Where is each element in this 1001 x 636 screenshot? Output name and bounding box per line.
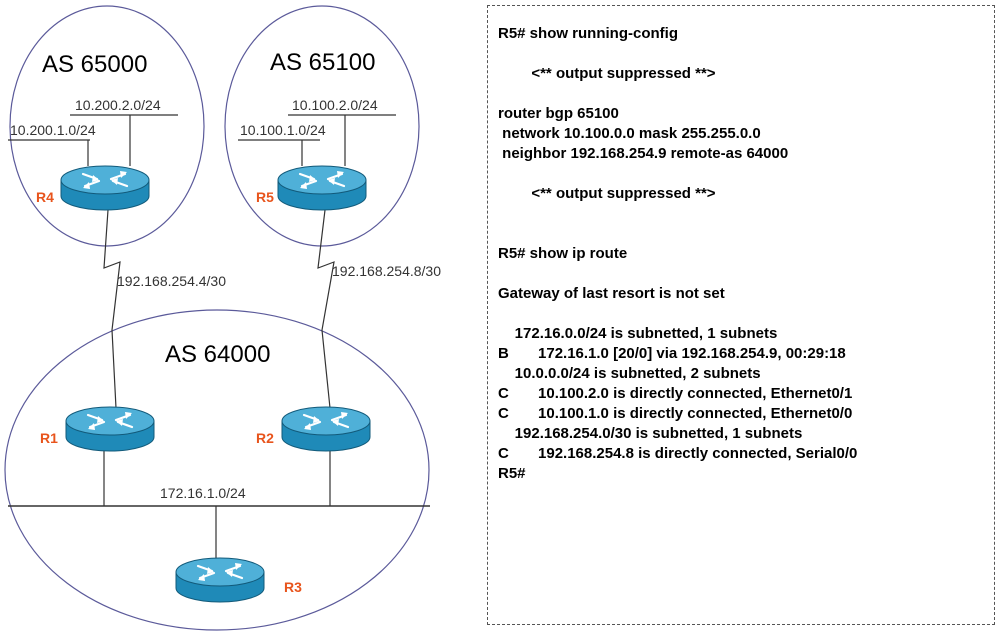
- network-label-192-168-254-4: 192.168.254.4/30: [117, 273, 226, 289]
- route-output-line: B 172.16.1.0 [20/0] via 192.168.254.9, 0…: [498, 345, 846, 362]
- config-line: neighbor 192.168.254.9 remote-as 64000: [498, 145, 789, 162]
- router-r3-icon: [174, 556, 266, 604]
- as-65000-boundary: [9, 5, 205, 247]
- route-output-line: C 10.100.1.0 is directly connected, Ethe…: [498, 405, 853, 422]
- network-label-172-16-1: 172.16.1.0/24: [160, 485, 246, 501]
- as-65100-label: AS 65100: [270, 49, 375, 76]
- config-line: network 10.100.0.0 mask 255.255.0.0: [498, 125, 761, 142]
- serial-link-r5-r2: [317, 209, 335, 409]
- router-r2-label: R2: [256, 430, 274, 446]
- route-output-line: 10.0.0.0/24 is subnetted, 2 subnets: [498, 365, 761, 382]
- network-label-10-200-2: 10.200.2.0/24: [75, 97, 161, 113]
- router-r2-icon: [280, 405, 372, 453]
- network-label-10-100-1: 10.100.1.0/24: [240, 122, 326, 138]
- serial-link-r4-r1: [103, 209, 121, 409]
- network-topology-diagram: AS 65000 AS 65100 AS 64000 10.200.1.0/24…: [4, 5, 441, 631]
- router-r3-label: R3: [284, 579, 302, 595]
- route-output-line: C 10.100.2.0 is directly connected, Ethe…: [498, 385, 853, 402]
- suppressed-output-line: <** output suppressed **>: [498, 185, 716, 202]
- router-r5-label: R5: [256, 189, 274, 205]
- prompt-line: R5#: [498, 465, 526, 482]
- suppressed-output-line: <** output suppressed **>: [498, 65, 716, 82]
- network-label-192-168-254-8: 192.168.254.8/30: [332, 263, 441, 279]
- route-output-line: 172.16.0.0/24 is subnetted, 1 subnets: [498, 325, 778, 342]
- cli-output-panel: R5# show running-config <** output suppr…: [487, 5, 995, 625]
- route-output-line: 192.168.254.0/30 is subnetted, 1 subnets: [498, 425, 803, 442]
- as-65000-label: AS 65000: [42, 51, 147, 78]
- route-output-line: Gateway of last resort is not set: [498, 285, 725, 302]
- network-label-10-100-2: 10.100.2.0/24: [292, 97, 378, 113]
- command-line: R5# show running-config: [498, 25, 678, 42]
- router-r1-label: R1: [40, 430, 58, 446]
- router-r4-icon: [59, 164, 151, 212]
- as-65100-boundary: [224, 5, 420, 247]
- router-r4-label: R4: [36, 189, 54, 205]
- as-64000-boundary: [4, 309, 430, 631]
- router-r5-icon: [276, 164, 368, 212]
- network-label-10-200-1: 10.200.1.0/24: [10, 122, 96, 138]
- router-r1-icon: [64, 405, 156, 453]
- route-output-line: C 192.168.254.8 is directly connected, S…: [498, 445, 858, 462]
- command-line: R5# show ip route: [498, 245, 628, 262]
- as-64000-label: AS 64000: [165, 341, 270, 368]
- config-line: router bgp 65100: [498, 105, 619, 122]
